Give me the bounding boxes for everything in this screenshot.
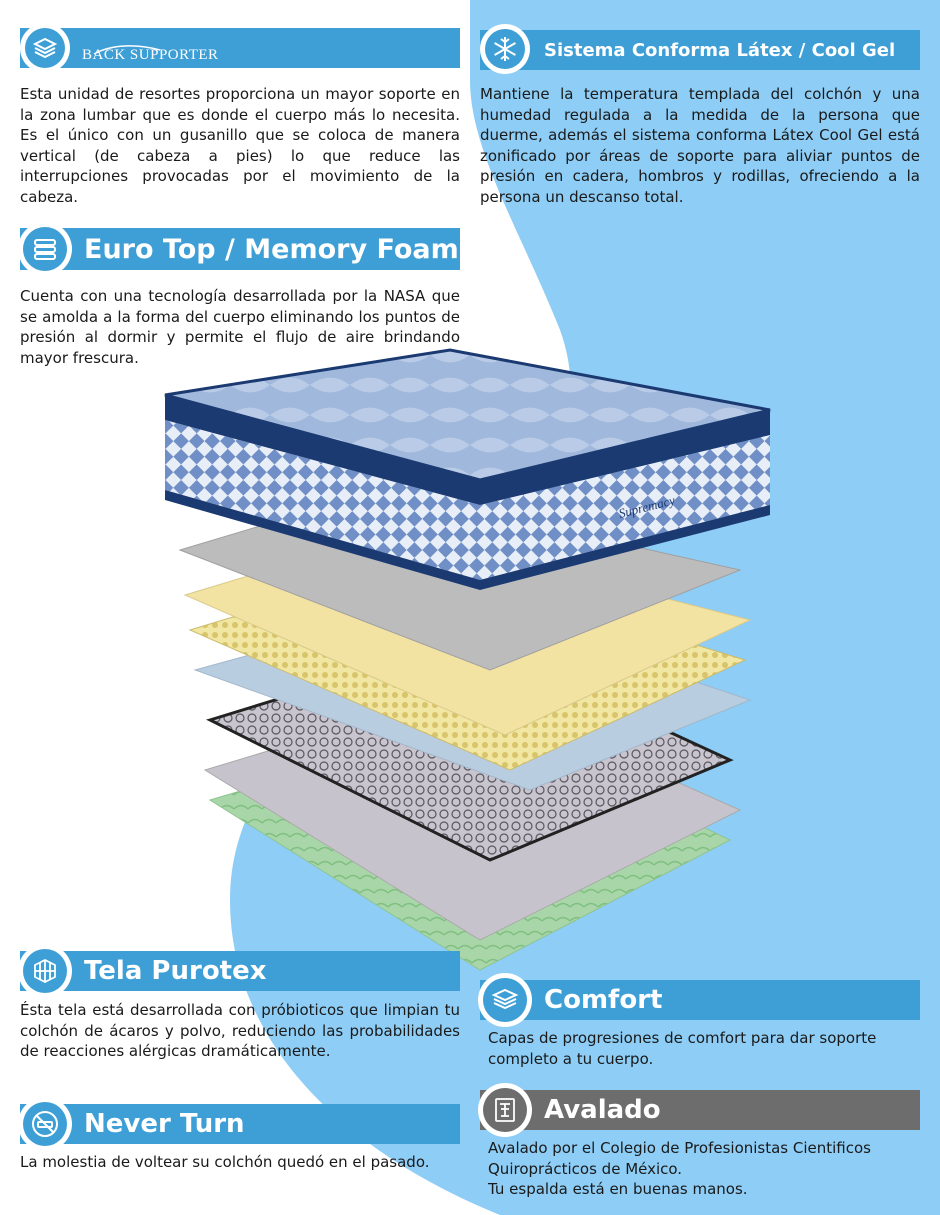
comfort-title: Comfort [544, 985, 663, 1015]
tela-header: Tela Purotex [20, 951, 460, 991]
avalado-text: Avalado por el Colegio de Profesionistas… [488, 1138, 928, 1200]
brand-logo-text: BACK SUPPORTER [82, 47, 219, 63]
tela-text: Ésta tela está desarrollada con próbioti… [20, 1001, 460, 1060]
never-turn-header: Never Turn [20, 1104, 460, 1144]
avalado-text-line2: Tu espalda está en buenas manos. [488, 1180, 748, 1198]
never-turn-text: La molestia de voltear su colchón quedó … [20, 1153, 430, 1171]
mattress-side-front [165, 420, 480, 580]
mattress-side-right [480, 435, 770, 580]
comfort-icon-circle [478, 973, 532, 1027]
snowflake-icon [494, 37, 516, 61]
euro-top-header: Euro Top / Memory Foam [20, 228, 460, 270]
sistema-icon-circle [480, 24, 530, 74]
never-turn-icon-circle [18, 1097, 72, 1151]
mattress-border-band [165, 395, 770, 505]
comfort-header: Comfort [480, 980, 920, 1020]
sistema-text: Mantiene la temperatura templada del col… [480, 85, 920, 206]
fabric-icon [34, 958, 56, 984]
back-supporter-text: Esta unidad de resortes proporciona un m… [20, 85, 460, 206]
back-supporter-header: BACK SUPPORTER [20, 28, 460, 68]
memory-foam-icon [34, 239, 56, 260]
euro-top-title: Euro Top / Memory Foam [84, 233, 459, 265]
comfort-text: Capas de progresiones de comfort para da… [488, 1029, 877, 1068]
back-supporter-logo: BACK SUPPORTER [82, 45, 219, 63]
avalado-header: Avalado [480, 1090, 920, 1130]
swoosh-icon [93, 45, 161, 55]
euro-top-icon-circle [18, 222, 72, 276]
avalado-text-line1: Avalado por el Colegio de Profesionistas… [488, 1139, 871, 1178]
back-supporter-icon-circle [20, 23, 70, 73]
mattress-bottom-band [165, 490, 770, 590]
mattress-illustration: Supremacy [164, 348, 771, 971]
layers-icon [32, 37, 58, 59]
avalado-title: Avalado [544, 1095, 661, 1125]
never-turn-title: Never Turn [84, 1109, 245, 1139]
certificate-icon [495, 1098, 515, 1122]
avalado-icon-circle [478, 1083, 532, 1137]
tela-title: Tela Purotex [84, 956, 267, 986]
tela-icon-circle [18, 944, 72, 998]
comfort-icon [491, 988, 519, 1010]
sistema-header: Sistema Conforma Látex / Cool Gel [480, 30, 920, 70]
euro-top-text: Cuenta con una tecnología desarrollada p… [20, 287, 460, 367]
never-turn-icon [32, 1111, 58, 1137]
mattress-top-surface [164, 348, 771, 482]
sistema-title: Sistema Conforma Látex / Cool Gel [544, 39, 896, 61]
